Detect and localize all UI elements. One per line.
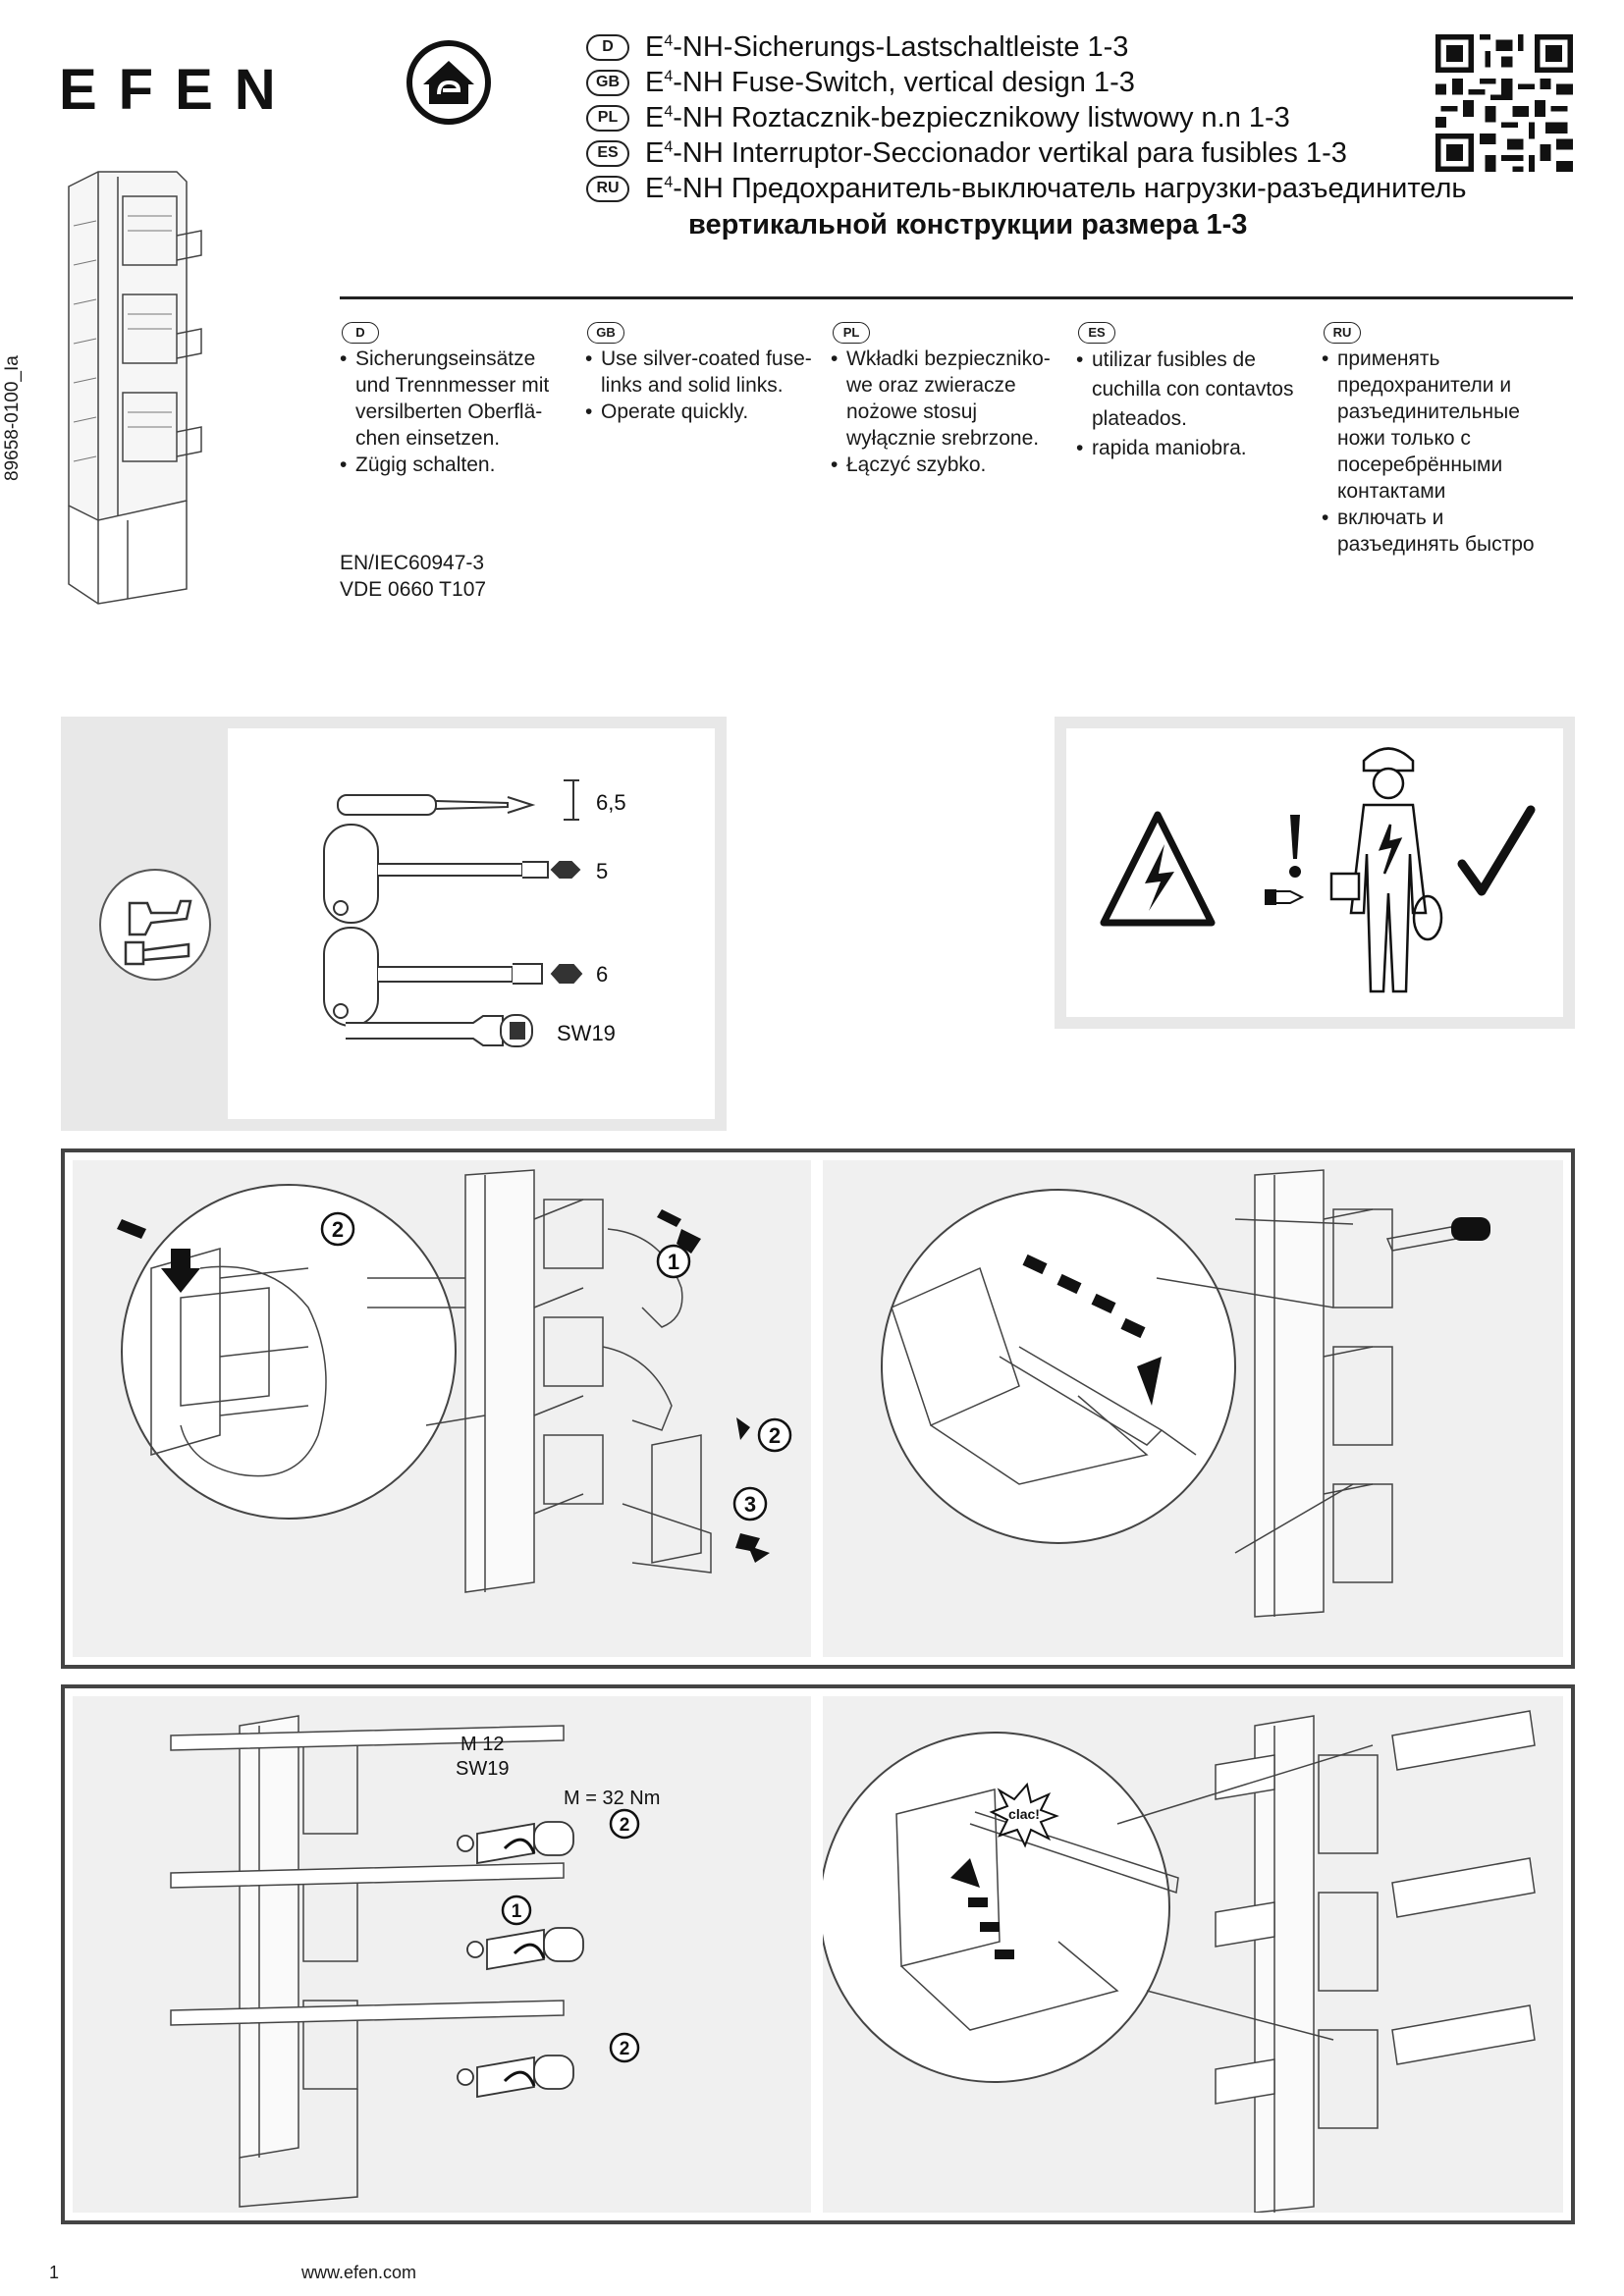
electrician-figure xyxy=(1329,747,1443,993)
step-marker-1: 1 xyxy=(512,1901,522,1922)
instruction-item: Sicherungseinsätze und Trennmesser mit v… xyxy=(340,346,575,452)
instruction-item: utilizar fusibles de cuchilla con contav… xyxy=(1076,346,1312,434)
title-block: D E4-NH-Sicherungs-Lastschaltleiste 1-3 … xyxy=(586,29,1466,243)
hex5-size: 5 xyxy=(596,859,608,883)
page-number: 1 xyxy=(49,2263,60,2282)
lang-badge: RU xyxy=(1324,321,1361,344)
lang-badge: GB xyxy=(587,321,624,344)
busbar-mounting-illustration: M 12 SW19 M = 32 Nm 2 1 2 xyxy=(170,1715,660,2208)
instruction-column-pl: PL Wkładki bezpieczniko-we oraz zwieracz… xyxy=(831,317,1066,478)
click-burst-icon: clac! xyxy=(989,1782,1059,1848)
tool-icon xyxy=(99,869,211,981)
instruction-item: Wkładki bezpieczniko-we oraz zwieracze n… xyxy=(831,346,1066,452)
brand-logo-text: EFEN xyxy=(59,58,298,122)
instruction-column-gb: GB Use silver-coated fuse-links and soli… xyxy=(585,317,821,425)
checkmark-icon xyxy=(1457,805,1536,896)
instruction-column-es: ES utilizar fusibles de cuchilla con con… xyxy=(1076,317,1312,463)
header-divider xyxy=(340,296,1573,299)
instruction-column-ru: RU применять предохранители и разъединит… xyxy=(1322,317,1547,558)
lang-badge: D xyxy=(586,33,629,61)
click-label: clac! xyxy=(1008,1806,1040,1822)
instruction-item: применять предохранители и разъединитель… xyxy=(1322,346,1547,505)
assembly-frame-1 xyxy=(61,1148,1575,1669)
title-text: E4-NH Interruptor-Seccionador vertikal p… xyxy=(645,136,1347,169)
instruction-item: Use silver-coated fuse-links and solid l… xyxy=(585,346,821,399)
lang-badge: PL xyxy=(586,104,629,132)
high-voltage-warning-icon xyxy=(1100,811,1216,927)
title-row-gb: GB E4-NH Fuse-Switch, vertical design 1-… xyxy=(586,65,1466,100)
title-text: E4-NH Roztacznik-bezpiecznikowy listwowy… xyxy=(645,101,1290,133)
step-marker-2b: 2 xyxy=(769,1423,781,1448)
instruction-item: Operate quickly. xyxy=(585,399,821,425)
instruction-item: включать и разъединять быстро xyxy=(1322,505,1547,558)
lang-badge: RU xyxy=(586,175,629,202)
torque-value: M = 32 Nm xyxy=(564,1788,660,1809)
lang-badge: ES xyxy=(586,139,629,167)
fuse-insertion-illustration: 2 1 2 3 xyxy=(117,1169,792,1593)
standard-item: VDE 0660 T107 xyxy=(340,578,487,601)
title-row-ru: RU E4-NH Предохранитель-выключатель нагр… xyxy=(586,171,1466,206)
step-marker-2: 2 xyxy=(620,1815,630,1836)
title-text: E4-NH Предохранитель-выключатель нагрузк… xyxy=(645,172,1467,204)
document-number: 89658-0100_Ia xyxy=(2,355,23,481)
lang-badge: GB xyxy=(586,69,629,96)
assembly-frame-2 xyxy=(61,1684,1575,2224)
safety-illustration xyxy=(1100,747,1536,993)
title-text: E4-NH-Sicherungs-Lastschaltleiste 1-3 xyxy=(645,30,1129,63)
lang-badge: D xyxy=(342,321,379,344)
title-row-d: D E4-NH-Sicherungs-Lastschaltleiste 1-3 xyxy=(586,29,1466,65)
standards: EN/IEC60947-3 VDE 0660 T107 xyxy=(340,550,486,603)
title-text: E4-NH Fuse-Switch, vertical design 1-3 xyxy=(645,66,1135,98)
attention-icon xyxy=(1265,815,1305,905)
assembly-panel-2a xyxy=(73,1696,811,2213)
cover-click-illustration: clac! xyxy=(823,1710,1536,2213)
title-continuation: вертикальной конструкции размера 1-3 xyxy=(688,209,1248,240)
tools-illustration: 6,5 5 6 SW19 xyxy=(99,779,626,1047)
step-marker-3: 3 xyxy=(744,1492,756,1517)
instruction-column-d: D Sicherungseinsätze und Trennmesser mit… xyxy=(340,317,575,478)
fuse-removal-illustration xyxy=(881,1169,1490,1618)
instruction-item: Zügig schalten. xyxy=(340,452,575,478)
wrench-size: SW19 xyxy=(456,1758,509,1780)
socket-size: SW19 xyxy=(557,1021,616,1045)
website-link[interactable]: www.efen.com xyxy=(301,2263,417,2282)
hex6-size: 6 xyxy=(596,962,608,987)
title-row-es: ES E4-NH Interruptor-Seccionador vertika… xyxy=(586,135,1466,171)
screwdriver-size: 6,5 xyxy=(596,790,626,815)
standard-item: EN/IEC60947-3 xyxy=(340,552,485,574)
lang-badge: ES xyxy=(1078,321,1115,344)
lang-badge: PL xyxy=(833,321,870,344)
step-marker-2b: 2 xyxy=(620,2039,630,2059)
step-marker-1: 1 xyxy=(668,1250,679,1274)
instruction-item: Łączyć szybko. xyxy=(831,452,1066,478)
title-row-pl: PL E4-NH Roztacznik-bezpiecznikowy listw… xyxy=(586,100,1466,135)
efen-logo-icon xyxy=(406,40,491,125)
step-marker-2: 2 xyxy=(332,1217,344,1242)
bolt-size: M 12 xyxy=(460,1734,504,1755)
qr-code[interactable] xyxy=(1435,34,1573,172)
fuse-switch-product-illustration xyxy=(68,171,202,605)
instruction-item: rapida maniobra. xyxy=(1076,434,1312,463)
